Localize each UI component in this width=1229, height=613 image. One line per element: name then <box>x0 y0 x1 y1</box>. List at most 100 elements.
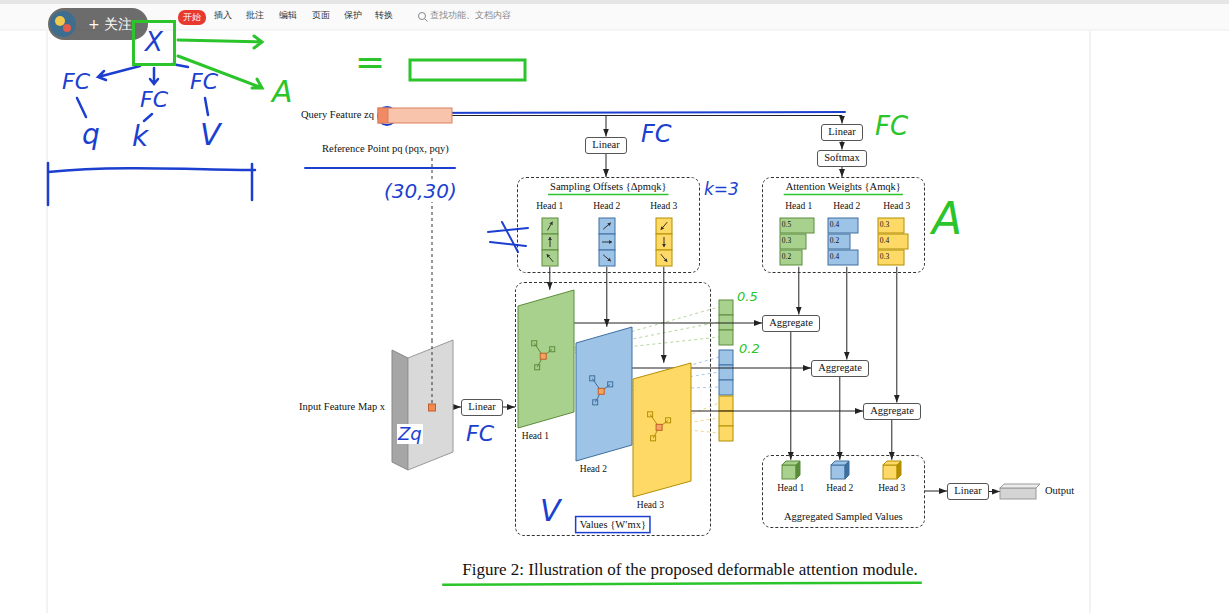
weight-bars: Head 30.30.40.3 <box>876 201 918 267</box>
offset-arrowhead <box>547 254 550 258</box>
hand-arrow <box>144 114 152 121</box>
weight-bar <box>878 234 908 249</box>
offset-arrowhead <box>664 258 667 262</box>
stack-cell <box>719 330 733 345</box>
node-label: Aggregate <box>818 362 862 374</box>
value-map-art <box>633 363 691 515</box>
avatar <box>55 16 65 26</box>
weight-value: 0.2 <box>782 253 791 262</box>
connector-arrow <box>453 407 461 408</box>
hand-underline <box>784 194 903 196</box>
weight-bar <box>780 234 806 249</box>
search-hint: 查找功能、文档内容 <box>430 11 511 21</box>
value-map-art <box>576 327 632 479</box>
stack-cell <box>719 380 733 395</box>
page-edge <box>47 31 48 613</box>
hand-underline <box>548 194 668 196</box>
aggregate-box: Aggregate <box>811 360 869 377</box>
toolbar-item: 插入 <box>214 11 232 21</box>
sample-point <box>534 365 539 370</box>
handwritten-note: Zq <box>397 424 423 444</box>
handwritten-box: X <box>132 20 176 66</box>
node-label: Output <box>1045 485 1074 497</box>
connector-arrow <box>839 377 840 460</box>
hand-scribble <box>488 222 528 252</box>
offset-cell <box>599 234 615 250</box>
handwritten-marks <box>442 195 922 585</box>
sample-point <box>589 376 594 381</box>
sample-point <box>607 382 612 387</box>
connector-arrow <box>606 154 607 178</box>
handwritten-note: A <box>272 75 293 108</box>
weight-value: 0.4 <box>830 221 839 230</box>
offset-cell <box>542 250 558 266</box>
map-side <box>392 350 408 470</box>
node-label: Head 1 <box>522 431 549 442</box>
connector-arrow <box>989 491 1000 492</box>
node-label: Softmax <box>824 152 860 164</box>
stack-cell <box>719 396 733 411</box>
node-label: Aggregated Sampled Values <box>784 511 903 523</box>
toolbar-item: 批注 <box>246 11 264 21</box>
reference-point <box>598 388 604 394</box>
hand-rect <box>410 60 525 80</box>
offset-arrowhead <box>609 240 612 244</box>
map-face <box>518 290 574 428</box>
handwritten-note: q <box>82 120 100 151</box>
connector-arrow <box>574 323 762 324</box>
node-label: Aggregate <box>769 317 813 329</box>
linear-box: Linear <box>947 483 989 500</box>
node-label: Head 2 <box>580 464 607 475</box>
weights-group: Attention Weights {Amqk}Head 10.50.30.2H… <box>762 177 925 273</box>
connector-arrow <box>549 267 550 290</box>
node-label: Head 2 <box>833 201 860 212</box>
offset-cell <box>599 218 615 234</box>
handwritten-note: FC <box>640 121 673 147</box>
offset-column: Head 3 <box>649 201 679 267</box>
offset-cell <box>656 218 672 234</box>
cube-side <box>845 461 849 479</box>
node-label: Head 1 <box>785 201 812 212</box>
hand-underline <box>442 583 922 585</box>
node-label: Sampling Offsets {Δpmqk} <box>550 181 666 193</box>
search-icon <box>425 19 428 22</box>
stack-cell <box>719 426 733 441</box>
reference-point <box>656 424 662 430</box>
figure-label: Reference Point pq (pqx, pqy) <box>322 143 449 155</box>
sampled-value-stacks <box>719 300 733 441</box>
hand-box <box>576 517 650 533</box>
stack-cell <box>719 411 733 426</box>
node-label: Head 2 <box>826 483 853 494</box>
weight-bar <box>828 234 850 249</box>
stack-cell <box>719 300 733 315</box>
node-label: Head 3 <box>637 500 664 511</box>
node-label: Linear <box>468 401 495 413</box>
handwritten-strokes <box>178 36 525 88</box>
sample-point <box>650 436 655 441</box>
node-label: Values {W′mx} <box>580 519 646 531</box>
node-label: Linear <box>592 139 619 151</box>
handwritten-note: k <box>132 122 148 153</box>
handwritten-note: A <box>932 195 962 243</box>
weight-bar <box>828 218 858 233</box>
node-label: Head 2 <box>593 201 620 212</box>
offset-arrowhead <box>607 223 611 226</box>
value-map: Head 1 <box>518 290 574 446</box>
hand-bracket <box>48 163 255 205</box>
stack-cell <box>719 350 733 365</box>
connector-arrow <box>891 420 892 460</box>
hand-arrow <box>178 36 262 48</box>
toolbar-item: 保护 <box>344 11 362 21</box>
offset-cell <box>656 234 672 250</box>
avatar <box>50 11 76 37</box>
handwritten-note: FC <box>62 70 90 94</box>
value-cube: Head 3 <box>872 460 912 498</box>
handwritten-strokes <box>48 64 845 252</box>
offset-cell <box>656 250 672 266</box>
weight-bar <box>878 218 904 233</box>
weight-value: 0.3 <box>880 253 889 262</box>
sample-point <box>665 418 670 423</box>
reference-point <box>540 353 546 359</box>
query-feature: Query Feature zq <box>301 108 452 123</box>
node-label: Head 3 <box>878 483 905 494</box>
